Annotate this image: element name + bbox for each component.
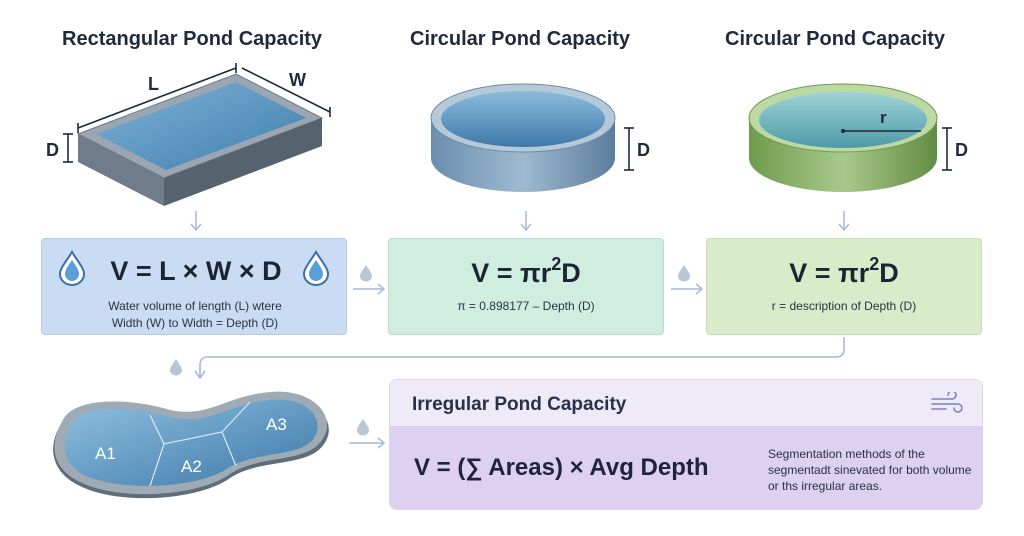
circ2-formula-tail: D xyxy=(879,258,899,288)
wind-icon xyxy=(931,392,963,413)
arrow-right-icon xyxy=(349,437,386,449)
circ2-title: Circular Pond Capacity xyxy=(725,28,946,50)
water-drop-icon xyxy=(58,250,86,286)
rect-title: Rectangular Pond Capacity xyxy=(62,28,323,50)
rect-depth-label: D xyxy=(46,140,59,160)
circ2-formula-exponent: 2 xyxy=(869,254,880,274)
irregular-formula-card: Irregular Pond Capacity V = (∑ Areas) × … xyxy=(389,379,983,510)
rect-pond-illustration xyxy=(63,63,331,206)
arrow-down-icon xyxy=(838,211,850,232)
water-drop-icon xyxy=(170,359,182,376)
rect-formula: V = L × W × D xyxy=(110,256,282,286)
circ2-pond-illustration xyxy=(748,83,938,192)
region-a1-label: A1 xyxy=(95,444,116,463)
circ1-formula: V = πr2D xyxy=(388,254,664,289)
water-drop-icon xyxy=(357,419,369,436)
circ1-formula-exponent: 2 xyxy=(551,254,562,274)
circ2-formula-main: V = πr xyxy=(789,258,870,288)
return-connector xyxy=(194,337,845,380)
rect-width-label: W xyxy=(289,70,306,90)
water-drop-icon xyxy=(302,250,330,286)
arrow-down-icon xyxy=(190,211,202,232)
circ1-depth-dimension xyxy=(624,127,634,171)
irregular-card-body: V = (∑ Areas) × Avg Depth Segmentation m… xyxy=(390,426,982,509)
circ1-pond-illustration xyxy=(430,83,616,192)
circ1-depth-label: D xyxy=(637,140,650,160)
irregular-title: Irregular Pond Capacity xyxy=(412,394,627,415)
region-a2-label: A2 xyxy=(181,457,202,476)
circ1-formula-tail: D xyxy=(561,258,581,288)
irregular-formula: V = (∑ Areas) × Avg Depth xyxy=(414,454,709,481)
circ1-formula-card xyxy=(388,238,664,335)
irregular-pond-illustration xyxy=(53,391,329,499)
circ2-radius-label: r xyxy=(880,108,887,127)
arrow-right-icon xyxy=(671,283,704,295)
arrow-down-icon xyxy=(520,211,532,232)
circ1-title: Circular Pond Capacity xyxy=(410,28,631,50)
irregular-card-header: Irregular Pond Capacity xyxy=(390,380,982,426)
circ2-formula: V = πr2D xyxy=(706,254,982,289)
rect-caption-line2: Width (W) to Width = Depth (D) xyxy=(111,316,279,330)
circ2-depth-dimension xyxy=(942,127,952,171)
circ1-caption: π = 0.898177 – Depth (D) xyxy=(457,299,595,313)
rect-caption-line1: Water volume of length (L) wtere xyxy=(108,299,282,313)
circ2-depth-label: D xyxy=(955,140,968,160)
rect-formula-card xyxy=(41,238,347,335)
region-a3-label: A3 xyxy=(266,415,287,434)
irregular-description: Segmentation methods of the segmentadt s… xyxy=(768,447,972,493)
arrow-right-icon xyxy=(353,283,386,295)
circ2-caption: r = description of Depth (D) xyxy=(771,299,917,313)
water-drop-icon xyxy=(678,265,690,282)
water-drop-icon xyxy=(360,265,372,282)
rect-length-label: L xyxy=(148,74,159,94)
circ1-formula-main: V = πr xyxy=(471,258,552,288)
circ2-formula-card xyxy=(706,238,982,335)
